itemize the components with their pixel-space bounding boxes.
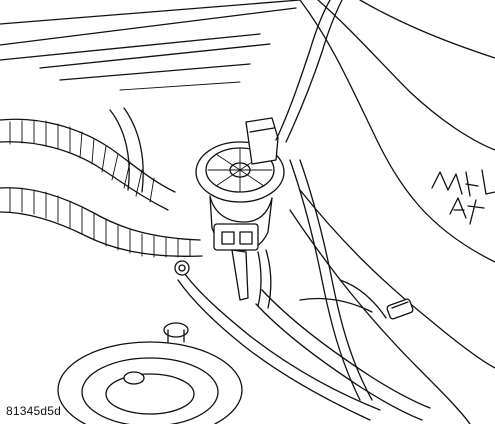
fender-panel [289, 0, 495, 424]
purge-solenoid-assembly [195, 117, 285, 309]
wiring-harness-left [0, 107, 203, 258]
figure-id-label: 81345d5d [6, 404, 61, 418]
ground-cable [174, 260, 381, 421]
hood-panel-lines [0, 0, 301, 91]
strut-tower-mount [57, 322, 243, 424]
vacuum-hoses [255, 0, 431, 421]
hose-clip [386, 298, 414, 320]
